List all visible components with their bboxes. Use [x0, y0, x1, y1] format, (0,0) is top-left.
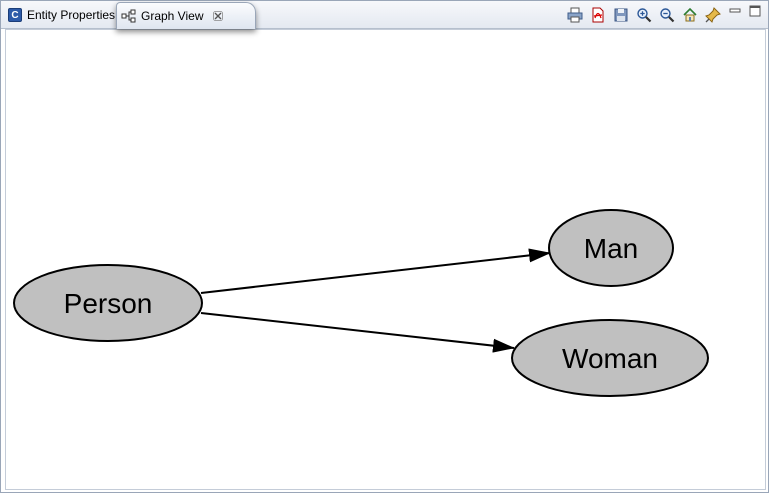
- graph-toolbar: [566, 4, 722, 26]
- graph-svg: Person Man Woman: [13, 209, 709, 397]
- edge-person-woman[interactable]: [200, 312, 515, 353]
- maximize-icon[interactable]: [748, 4, 762, 18]
- node-person[interactable]: Person: [13, 264, 203, 342]
- tab-entity-properties[interactable]: C Entity Properties: [5, 3, 117, 27]
- close-icon[interactable]: [212, 10, 224, 22]
- node-label: Man: [584, 233, 638, 264]
- edge-person-man[interactable]: [200, 248, 551, 294]
- tab-graph-view[interactable]: Graph View: [116, 2, 256, 29]
- tab-label: Graph View: [141, 9, 204, 23]
- graph-view-icon: [121, 9, 137, 23]
- tab-label: Entity Properties: [27, 8, 116, 22]
- home-icon[interactable]: [681, 6, 699, 24]
- class-c-icon: C: [8, 8, 22, 22]
- node-label: Woman: [562, 343, 658, 374]
- graph-canvas[interactable]: Person Man Woman: [5, 29, 766, 490]
- zoom-in-icon[interactable]: [635, 6, 653, 24]
- node-man[interactable]: Man: [548, 209, 674, 287]
- zoom-out-icon[interactable]: [658, 6, 676, 24]
- export-pdf-icon[interactable]: [589, 6, 607, 24]
- minimize-icon[interactable]: [728, 4, 742, 18]
- tab-bar: C Entity Properties Graph View: [1, 1, 768, 29]
- window-controls: [728, 4, 762, 18]
- node-woman[interactable]: Woman: [511, 319, 709, 397]
- node-label: Person: [64, 288, 153, 319]
- save-icon[interactable]: [612, 6, 630, 24]
- pin-icon[interactable]: [704, 6, 722, 24]
- print-icon[interactable]: [566, 6, 584, 24]
